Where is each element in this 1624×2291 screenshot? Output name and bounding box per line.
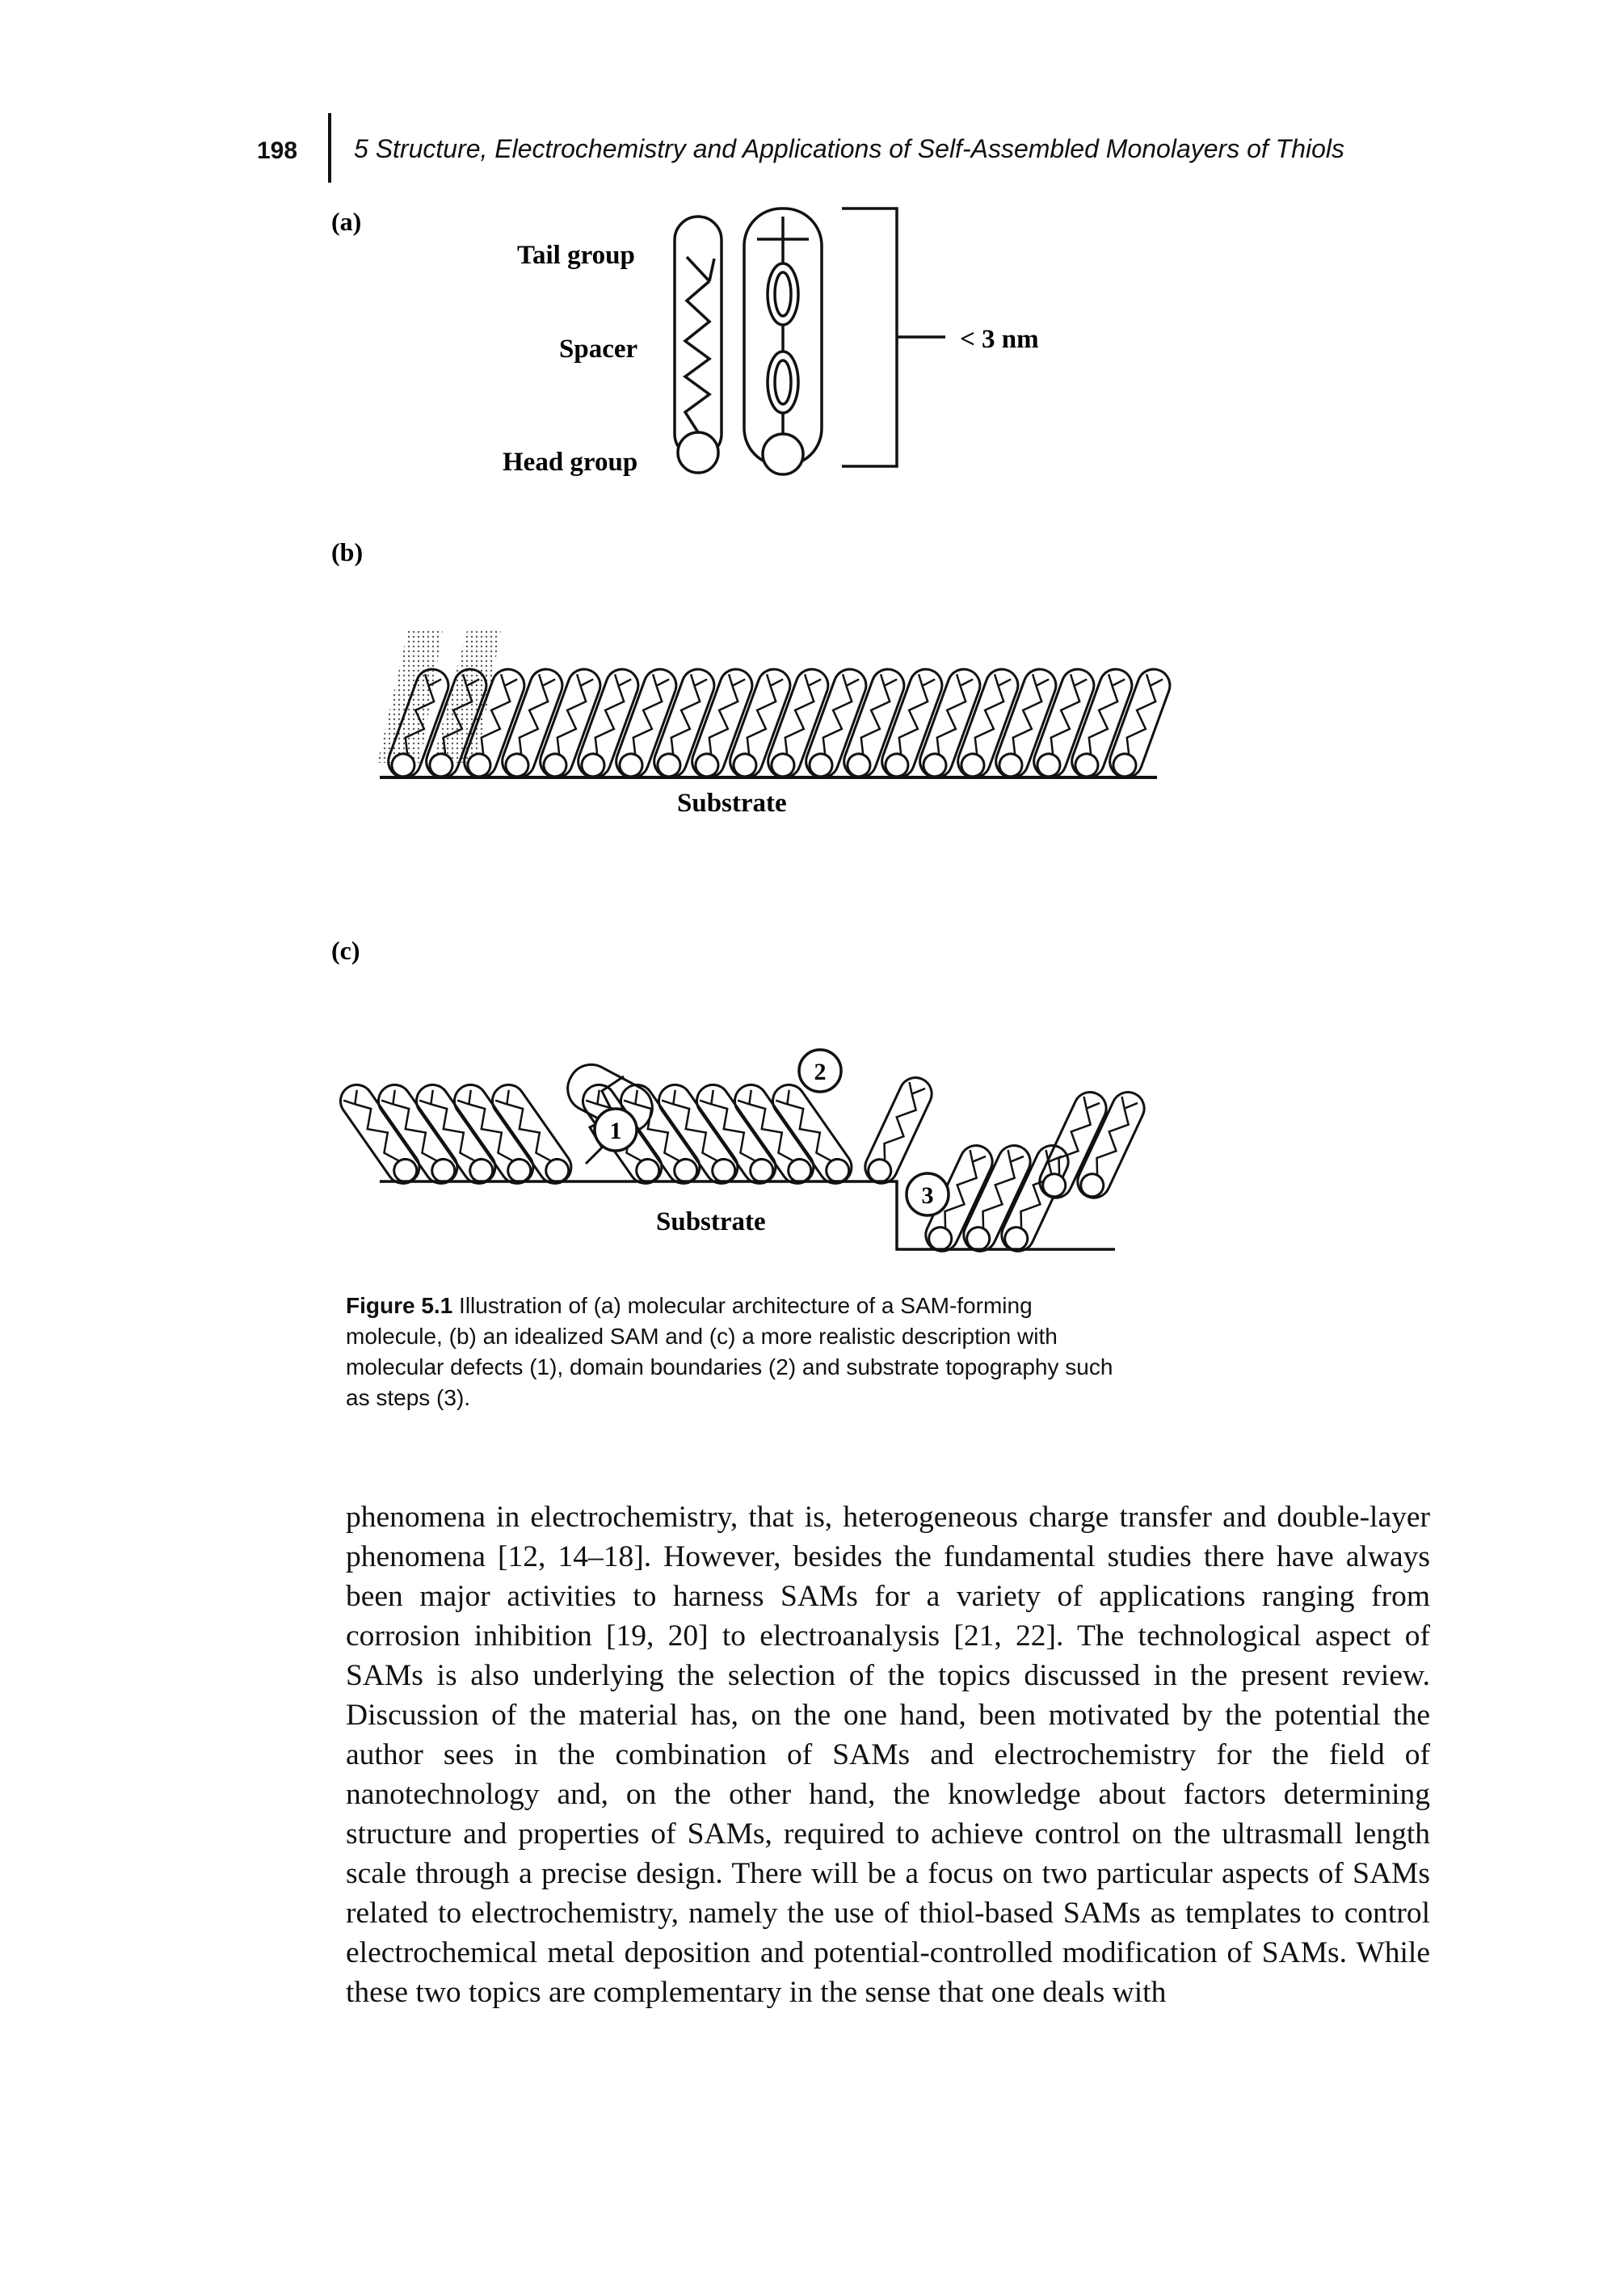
substrate-label-b: Substrate [677, 789, 787, 818]
head-group-label: Head group [503, 448, 637, 477]
defect-number-2: 2 [814, 1059, 827, 1085]
tail-group-label: Tail group [517, 241, 635, 270]
defect-marker-1: 1 [593, 1107, 638, 1152]
defect-marker-3: 3 [905, 1172, 950, 1217]
figure-5-1: (a) Tail group Spacer Head group < 3 nm … [331, 207, 1176, 1258]
substrate-label-c: Substrate [656, 1207, 766, 1236]
length-label: < 3 nm [960, 325, 1039, 354]
panel-b-label: (b) [331, 537, 363, 566]
figure-caption-text: Illustration of (a) molecular architectu… [346, 1293, 1113, 1410]
ideal-molecules [382, 663, 1176, 784]
figure-caption-label: Figure 5.1 [346, 1293, 453, 1318]
substrate-step-c [380, 1180, 1115, 1251]
figure-caption: Figure 5.1 Illustration of (a) molecular… [346, 1291, 1121, 1413]
page-number: 198 [257, 137, 298, 164]
spacer-label: Spacer [559, 335, 637, 364]
panel-c-label: (c) [331, 936, 360, 965]
body-paragraph: phenomena in electrochemistry, that is, … [346, 1501, 1430, 2009]
defect-number-1: 1 [610, 1118, 622, 1144]
defect-marker-2: 2 [797, 1048, 843, 1093]
aromatic-molecule [743, 207, 823, 476]
body-text: phenomena in electrochemistry, that is, … [346, 1497, 1430, 2012]
length-bracket [842, 207, 898, 468]
alkyl-molecule [673, 215, 723, 474]
defect-number-3: 3 [922, 1182, 934, 1209]
running-title: 5 Structure, Electrochemistry and Applic… [354, 134, 1345, 163]
panel-a-label: (a) [331, 207, 361, 236]
header-divider [328, 113, 331, 183]
